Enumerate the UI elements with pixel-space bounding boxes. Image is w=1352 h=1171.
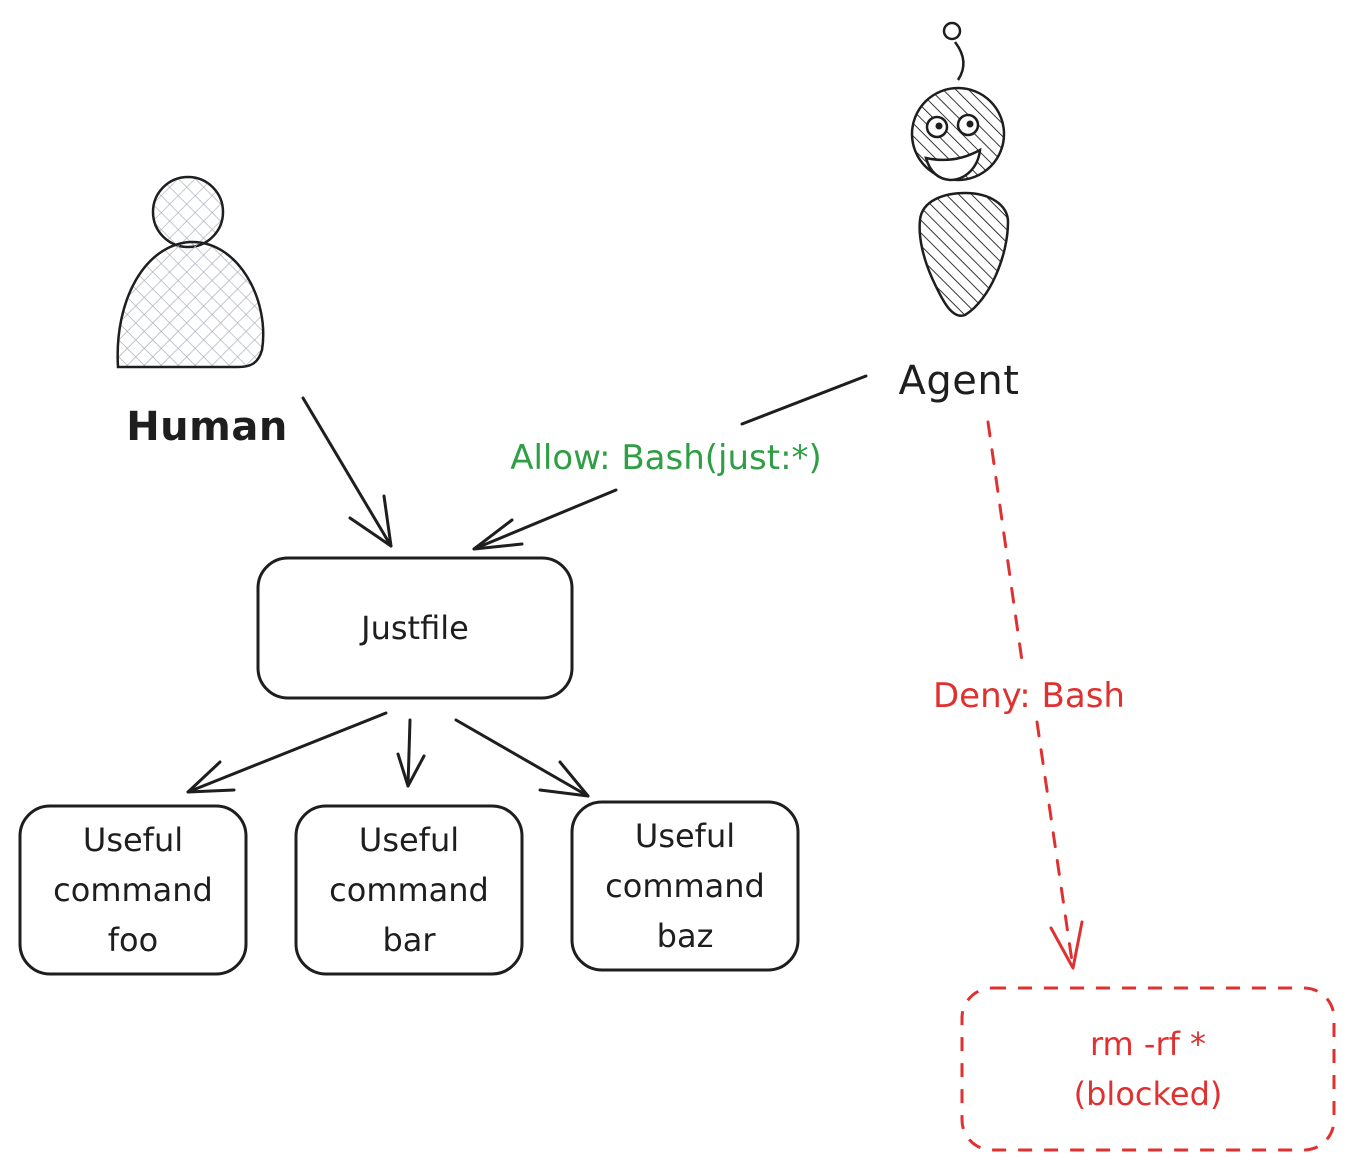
deny-arrow (986, 420, 1084, 970)
command-bar-line1: Useful (358, 821, 460, 859)
command-foo-line1: Useful (82, 821, 184, 859)
robot-icon (910, 21, 1010, 317)
justfile-label: Justfile (361, 609, 469, 647)
command-bar-outline (294, 804, 524, 976)
command-foo-line2: command (53, 871, 213, 909)
command-baz-line3: baz (656, 917, 714, 955)
command-baz-line1: Useful (634, 817, 736, 855)
justfile-box-outline (256, 556, 574, 700)
blocked-box-outline (960, 986, 1336, 1152)
command-baz-box[interactable]: Useful command baz (572, 802, 798, 970)
deny-label: Deny: Bash (916, 676, 1142, 716)
blocked-line1: rm -rf * (1089, 1025, 1207, 1063)
command-bar-line2: command (329, 871, 489, 909)
command-baz-outline (570, 800, 800, 972)
agent-label: Agent (898, 358, 1020, 404)
human-to-justfile-arrow (301, 396, 393, 548)
blocked-line2: (blocked) (1073, 1075, 1223, 1113)
command-foo-line3: foo (107, 921, 159, 959)
command-foo-box[interactable]: Useful command foo (20, 806, 246, 974)
justfile-to-commands-arrows (186, 711, 590, 798)
human-label: Human (126, 404, 288, 450)
allow-label: Allow: Bash(just:*) (480, 438, 852, 478)
justfile-box[interactable]: Justfile (258, 558, 572, 698)
command-baz-line2: command (605, 867, 765, 905)
command-bar-box[interactable]: Useful command bar (296, 806, 522, 974)
command-foo-outline (18, 804, 248, 976)
person-icon (116, 175, 265, 369)
blocked-box[interactable]: rm -rf * (blocked) (962, 988, 1334, 1150)
allow-arrow (472, 374, 868, 551)
command-bar-line3: bar (382, 921, 436, 959)
